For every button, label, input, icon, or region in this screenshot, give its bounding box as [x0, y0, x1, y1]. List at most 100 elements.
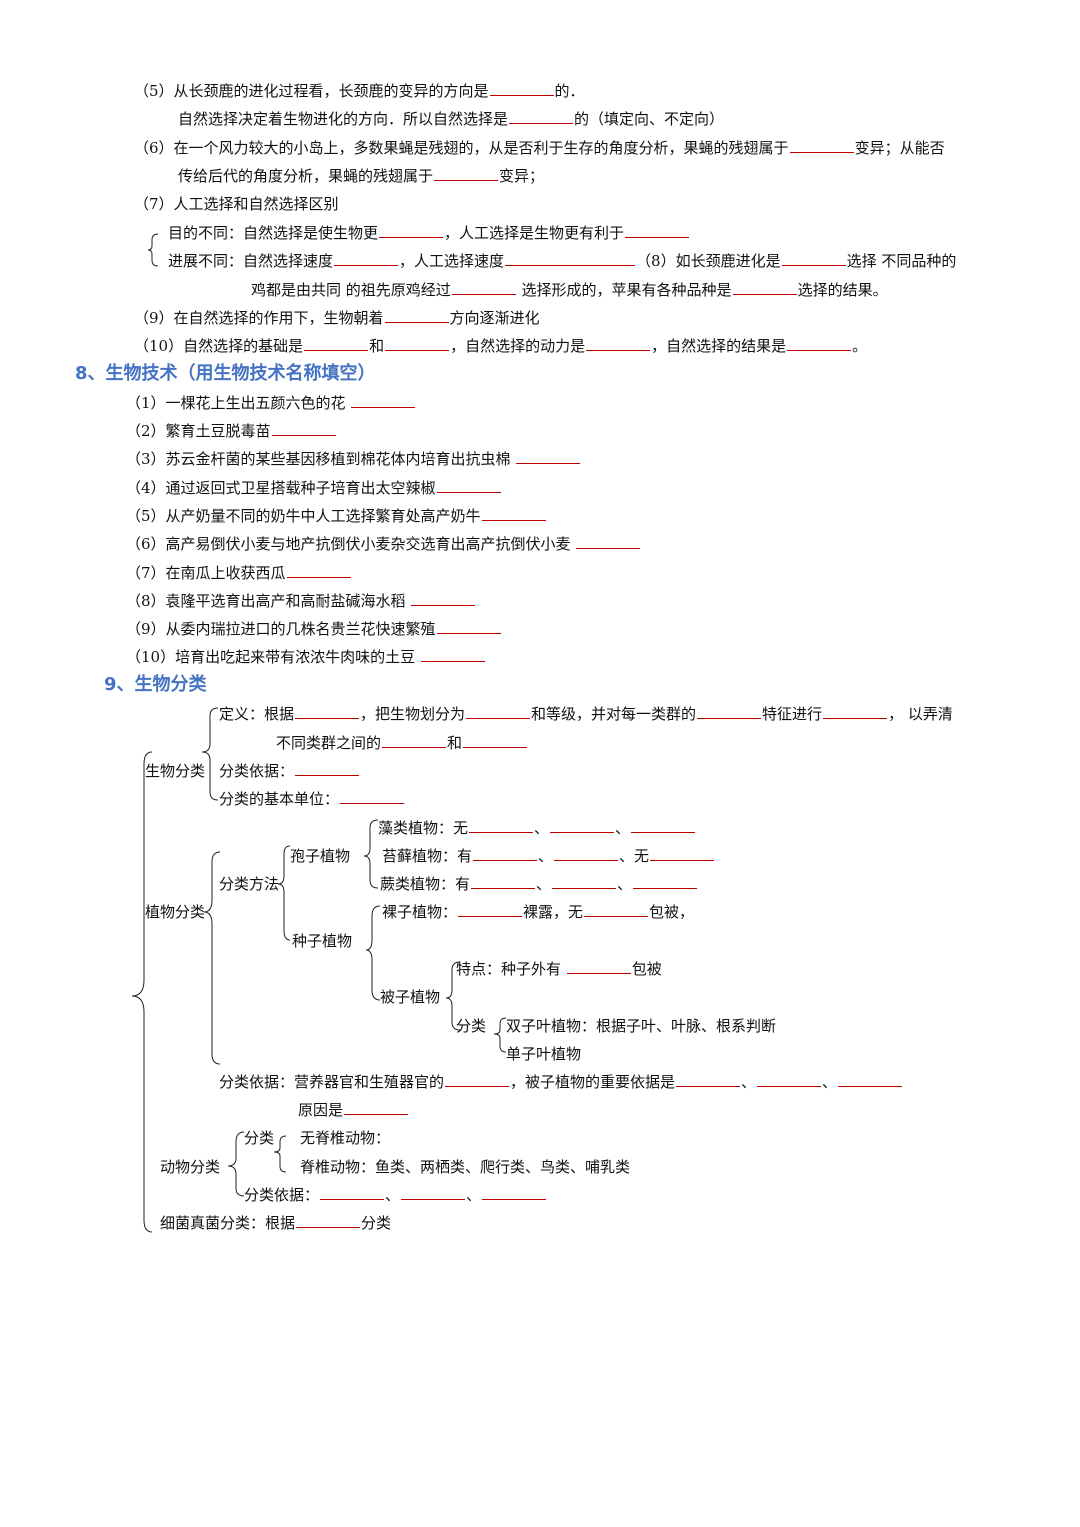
answer-blank[interactable]	[625, 223, 690, 238]
answer-blank[interactable]	[466, 704, 531, 719]
q7-purpose: 目的不同：自然选择是使生物更，人工选择是生物更有利于	[168, 223, 690, 243]
reason-line: 原因是	[298, 1100, 409, 1120]
definition-line1: 定义：根据，把生物划分为和等级，并对每一类群的特征进行， 以弄清	[219, 704, 953, 723]
answer-blank[interactable]	[344, 1100, 409, 1115]
list-item: （7）在南瓜上收获西瓜	[126, 563, 352, 583]
answer-blank[interactable]	[576, 534, 641, 549]
list-item: （4）通过返回式卫星搭载种子培育出太空辣椒	[126, 478, 502, 498]
q5-line2: 自然选择决定着生物进化的方向．所以自然选择是的（填定向、不定向）	[178, 109, 725, 128]
gymnosperm-line: 裸子植物：裸露，无包被，	[382, 902, 695, 921]
algae-line: 藻类植物：无、、	[378, 818, 696, 838]
q6-line1: （6）在一个风力较大的小岛上，多数果蝇是残翅的，从是否利于生存的角度分析，果蝇的…	[134, 138, 945, 157]
answer-blank[interactable]	[489, 81, 554, 96]
list-item: （5）从产奶量不同的奶牛中人工选择繁育处高产奶牛	[126, 506, 547, 526]
definition-line2: 不同类群之间的和	[276, 733, 528, 753]
answer-blank[interactable]	[757, 1072, 822, 1087]
answer-blank[interactable]	[385, 336, 450, 351]
answer-blank[interactable]	[554, 846, 619, 861]
q6-line2: 传给后代的角度分析，果蝇的残翅属于变异；	[178, 166, 545, 185]
answer-blank[interactable]	[458, 902, 523, 917]
answer-blank[interactable]	[436, 478, 501, 493]
seed-plant-label: 种子植物	[292, 932, 353, 950]
q7-brace	[147, 233, 159, 267]
answer-blank[interactable]	[436, 619, 501, 634]
answer-blank[interactable]	[509, 109, 574, 124]
answer-blank[interactable]	[516, 449, 581, 464]
answer-blank[interactable]	[411, 591, 476, 606]
answer-blank[interactable]	[787, 336, 852, 351]
answer-blank[interactable]	[295, 761, 360, 776]
answer-blank[interactable]	[351, 393, 416, 408]
animal-basis-line: 分类依据：、、	[244, 1185, 547, 1205]
animal-class-label: 动物分类	[160, 1158, 221, 1176]
answer-blank[interactable]	[676, 1072, 741, 1087]
list-item: （1）一棵花上生出五颜六色的花	[126, 393, 416, 413]
list-item: （3）苏云金杆菌的某些基因移植到棉花体内培育出抗虫棉	[126, 449, 581, 469]
answer-blank[interactable]	[482, 1185, 547, 1200]
answer-blank[interactable]	[420, 647, 485, 662]
bio-class-label: 生物分类	[145, 762, 206, 780]
answer-blank[interactable]	[320, 1185, 385, 1200]
unit-line: 分类的基本单位：	[219, 789, 405, 809]
monocot-line: 单子叶植物	[506, 1045, 582, 1063]
q5-line1: （5）从长颈鹿的进化过程看，长颈鹿的变异的方向是的．	[134, 81, 585, 100]
vertebrate-line: 脊椎动物：鱼类、两栖类、爬行类、鸟类、哺乳类	[300, 1158, 631, 1176]
method-label: 分类方法	[219, 875, 280, 893]
answer-blank[interactable]	[633, 874, 698, 889]
invertebrate-line: 无脊椎动物：	[300, 1129, 391, 1147]
answer-blank[interactable]	[650, 846, 715, 861]
answer-blank[interactable]	[481, 506, 546, 521]
list-item: （10）培育出吃起来带有浓浓牛肉味的土豆	[126, 647, 486, 667]
q8-line2: 鸡都是由共同 的祖先原鸡经过 选择形成的，苹果有各种品种是选择的结果。	[251, 280, 888, 299]
answer-blank[interactable]	[271, 421, 336, 436]
answer-blank[interactable]	[469, 818, 534, 833]
answer-blank[interactable]	[584, 902, 649, 917]
answer-blank[interactable]	[384, 308, 449, 323]
section8-title: 8、生物技术（用生物技术名称填空）	[75, 363, 376, 384]
answer-blank[interactable]	[697, 704, 762, 719]
answer-blank[interactable]	[340, 789, 405, 804]
answer-blank[interactable]	[781, 251, 846, 266]
answer-blank[interactable]	[382, 733, 447, 748]
dicot-line: 双子叶植物：根据子叶、叶脉、根系判断	[506, 1017, 777, 1035]
answer-blank[interactable]	[286, 563, 351, 578]
answer-blank[interactable]	[304, 336, 369, 351]
answer-blank[interactable]	[434, 166, 499, 181]
answer-blank[interactable]	[789, 138, 854, 153]
answer-blank[interactable]	[471, 874, 536, 889]
answer-blank[interactable]	[445, 1072, 510, 1087]
feature-line: 特点：种子外有 包被	[456, 959, 662, 978]
bacteria-fungi-line: 细菌真菌分类：根据分类	[160, 1213, 392, 1232]
q9-line: （9）在自然选择的作用下，生物朝着方向逐渐进化	[134, 308, 540, 327]
answer-blank[interactable]	[631, 818, 696, 833]
answer-blank[interactable]	[505, 251, 636, 266]
section9-title: 9、生物分类	[104, 674, 207, 695]
list-item: （9）从委内瑞拉进口的几株名贵兰花快速繁殖	[126, 619, 502, 639]
answer-blank[interactable]	[401, 1185, 466, 1200]
fern-line: 蕨类植物：有、、	[380, 874, 698, 894]
subclass-label: 分类	[456, 1017, 487, 1035]
answer-blank[interactable]	[732, 280, 797, 295]
answer-blank[interactable]	[451, 280, 516, 295]
answer-blank[interactable]	[379, 223, 444, 238]
plant-class-label: 植物分类	[145, 903, 206, 921]
answer-blank[interactable]	[463, 733, 528, 748]
animal-subclass-label: 分类	[244, 1129, 275, 1147]
angiosperm-label: 被子植物	[380, 988, 441, 1006]
answer-blank[interactable]	[295, 704, 360, 719]
list-item: （8）袁隆平选育出高产和高耐盐碱海水稻	[126, 591, 476, 611]
list-item: （2）繁育土豆脱毒苗	[126, 421, 337, 441]
answer-blank[interactable]	[838, 1072, 903, 1087]
answer-blank[interactable]	[296, 1213, 361, 1228]
spore-plant-label: 孢子植物	[290, 847, 351, 865]
answer-blank[interactable]	[334, 251, 399, 266]
answer-blank[interactable]	[473, 846, 538, 861]
basis-line: 分类依据：	[219, 761, 360, 781]
answer-blank[interactable]	[586, 336, 651, 351]
answer-blank[interactable]	[552, 874, 617, 889]
answer-blank[interactable]	[550, 818, 615, 833]
answer-blank[interactable]	[823, 704, 888, 719]
answer-blank[interactable]	[566, 959, 631, 974]
plant-basis-line: 分类依据：营养器官和生殖器官的，被子植物的重要依据是、、	[219, 1072, 903, 1092]
